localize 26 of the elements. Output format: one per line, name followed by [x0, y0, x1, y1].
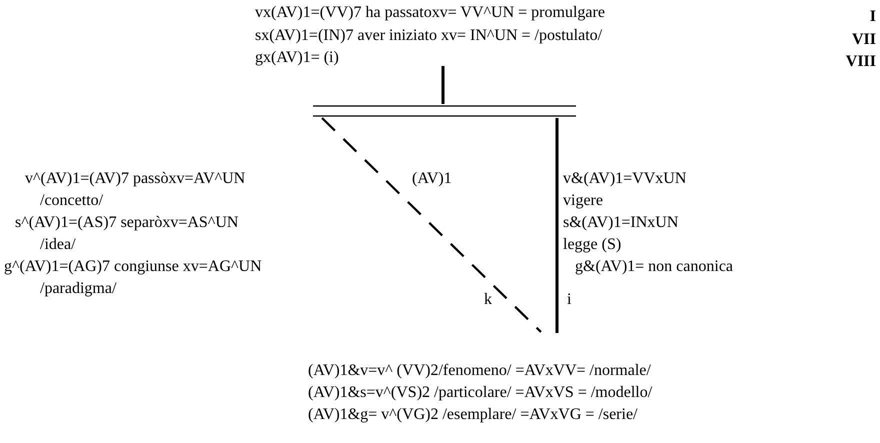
formula-text: s^(AV)1=(AS)7 separòxv=AS^UN: [15, 214, 238, 232]
dashed-line: [321, 117, 542, 333]
formula-text: (AV)1&v=v^ (VV)2/fenomeno/ =AVxVV= /normale/: [308, 362, 651, 380]
formula-text: g^(AV)1=(AG)7 congiunse xv=AG^UN: [4, 258, 262, 276]
formula-text: (AV)1: [412, 170, 452, 188]
roman-numeral: VII: [852, 31, 876, 49]
edge-label: k: [484, 291, 492, 309]
formula-text: (AV)1&g= v^(VG)2 /esemplare/ =AVxVG = /serie/: [308, 406, 638, 424]
connector-line: [556, 118, 558, 333]
formula-text: gx(AV)1= (i): [255, 49, 339, 67]
term-text: vigere: [563, 192, 603, 210]
term-text: legge (S): [563, 236, 622, 254]
term-text: /paradigma/: [40, 280, 116, 298]
term-text: /idea/: [40, 236, 76, 254]
formula-text: s&(AV)1=INxUN: [563, 214, 678, 232]
term-text: /concetto/: [40, 192, 104, 210]
formula-text: sx(AV)1=(IN)7 aver iniziato xv= IN^UN = /postulato/: [255, 27, 602, 45]
formula-text: v^(AV)1=(AV)7 passòxv=AV^UN: [25, 170, 246, 188]
formula-text: v&(AV)1=VVxUN: [563, 170, 686, 188]
roman-numeral: I: [870, 8, 876, 26]
roman-numeral: VIII: [846, 53, 876, 71]
formula-text: g&(AV)1= non canonica: [575, 258, 734, 276]
formula-text: (AV)1&s=v^(VS)2 /particolare/ =AVxVS = /modello/: [308, 384, 652, 402]
connector-line: [442, 66, 444, 104]
edge-label: i: [567, 291, 572, 309]
formula-text: vx(AV)1=(VV)7 ha passatoxv= VV^UN = promulgare: [255, 4, 605, 22]
